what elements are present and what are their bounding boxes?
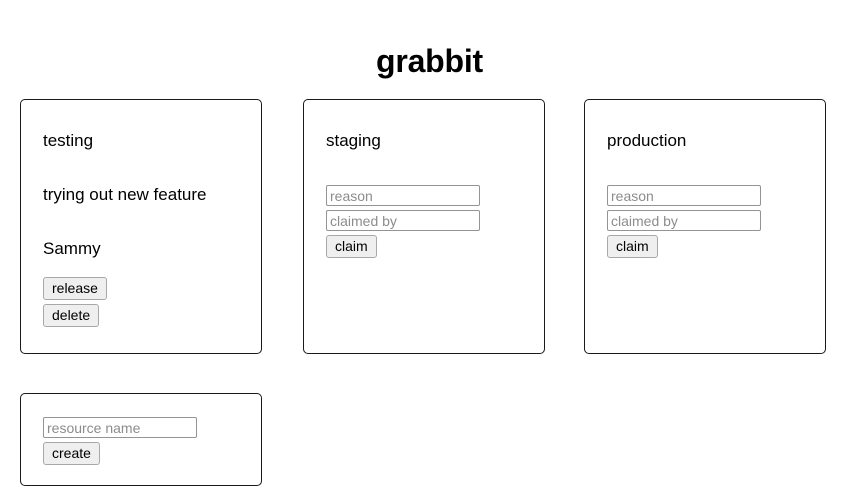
claimed-by-input[interactable] — [326, 210, 480, 231]
resource-claimed-by-text: Sammy — [43, 239, 101, 258]
claimed-by-input[interactable] — [607, 210, 761, 231]
resource-name-label: testing — [43, 131, 94, 150]
resource-name-input[interactable] — [43, 417, 197, 438]
resource-card-production: production claim — [584, 99, 826, 354]
create-resource-body: create — [21, 394, 261, 465]
resource-reason-text: trying out new feature — [43, 185, 207, 204]
claim-button[interactable]: claim — [326, 235, 377, 258]
resource-card-testing: testing trying out new feature Sammy rel… — [20, 99, 262, 354]
create-button[interactable]: create — [43, 442, 100, 465]
resource-name-label: staging — [326, 131, 381, 150]
reason-input[interactable] — [326, 185, 480, 206]
resource-name-label: production — [607, 131, 687, 150]
resource-card-staging: staging claim — [303, 99, 545, 354]
reason-input[interactable] — [607, 185, 761, 206]
create-resource-card: create — [20, 393, 262, 486]
page-title: grabbit — [375, 43, 484, 80]
claim-button[interactable]: claim — [607, 235, 658, 258]
resource-card-body: production claim — [585, 100, 825, 258]
delete-button[interactable]: delete — [43, 304, 100, 327]
resource-card-body: testing trying out new feature Sammy rel… — [21, 100, 261, 327]
release-button[interactable]: release — [43, 277, 107, 300]
resource-card-body: staging claim — [304, 100, 544, 258]
